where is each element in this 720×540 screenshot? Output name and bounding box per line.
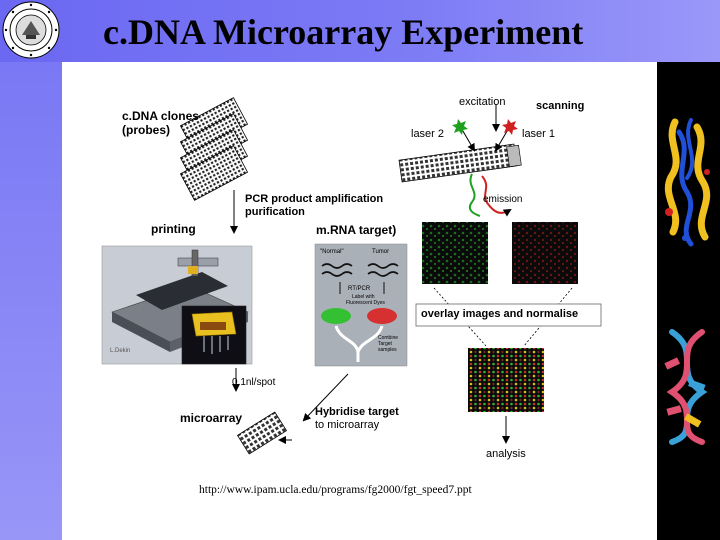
left-side-band	[0, 62, 62, 540]
label-tumor: Tumor	[372, 249, 390, 255]
scanner-slide	[398, 143, 522, 183]
university-seal-logo	[2, 1, 60, 59]
label-credit: L.Dekin	[110, 348, 131, 354]
label-overlay: overlay images and normalise	[421, 308, 579, 320]
label-mrna-target: m.RNA target)	[316, 223, 397, 237]
dotted-green-to-overlay	[433, 287, 487, 347]
label-hybridise-line1: Hybridise target	[315, 406, 399, 418]
label-printing: printing	[151, 222, 196, 236]
red-emission-wave	[481, 175, 512, 217]
laser2-icon	[452, 119, 468, 135]
label-pcr-line1: PCR product amplification	[245, 193, 384, 205]
label-combine: Combine	[378, 335, 399, 341]
overlay-box	[415, 303, 602, 327]
dna-illustrations	[664, 118, 711, 445]
microarray-diagram: c.DNA clones (probes) PCR product amplif…	[100, 90, 610, 490]
header-band	[0, 0, 720, 62]
red-channel-scan	[512, 222, 578, 284]
label-microarray: microarray	[180, 411, 243, 425]
label-spot: 0.1nl/spot	[232, 377, 276, 388]
label-rt-pcr: RT/PCR	[348, 286, 371, 292]
label-fluorescent-dyes: Fluorescent Dyes	[346, 300, 385, 306]
dna-helix-image	[664, 329, 708, 445]
slide-title: c.DNA Microarray Experiment	[103, 12, 584, 52]
label-probes: (probes)	[122, 123, 170, 137]
mrna-target-image	[314, 243, 408, 367]
diagram-graphics	[101, 97, 602, 455]
label-label-with: Label with	[352, 294, 375, 300]
label-normal: "Normal"	[320, 249, 344, 255]
label-hybridise-line2: to microarray	[315, 419, 380, 431]
source-url: http://www.ipam.ucla.edu/programs/fg2000…	[199, 484, 472, 496]
label-laser2: laser 2	[411, 128, 445, 140]
label-pcr-line2: purification	[245, 206, 305, 218]
overlay-combined-image	[468, 348, 544, 412]
label-target: Target	[378, 341, 392, 347]
label-samples: samples	[378, 347, 397, 353]
right-image-band	[657, 62, 720, 540]
protein-structure-image	[664, 118, 711, 247]
green-channel-scan	[422, 222, 488, 284]
label-excitation: excitation	[459, 96, 506, 108]
green-emission-wave	[468, 173, 481, 217]
microarray-slide	[236, 411, 288, 455]
label-emission: emission	[483, 194, 523, 205]
label-analysis: analysis	[486, 448, 526, 460]
label-scanning: scanning	[536, 100, 585, 112]
label-cdna-clones: c.DNA clones	[122, 109, 199, 123]
laser1-icon	[502, 119, 518, 135]
arrow-to-hybridise	[302, 373, 349, 422]
printing-robot-image	[101, 245, 253, 365]
cdna-clone-plates	[179, 97, 249, 201]
label-laser1: laser 1	[522, 128, 556, 140]
